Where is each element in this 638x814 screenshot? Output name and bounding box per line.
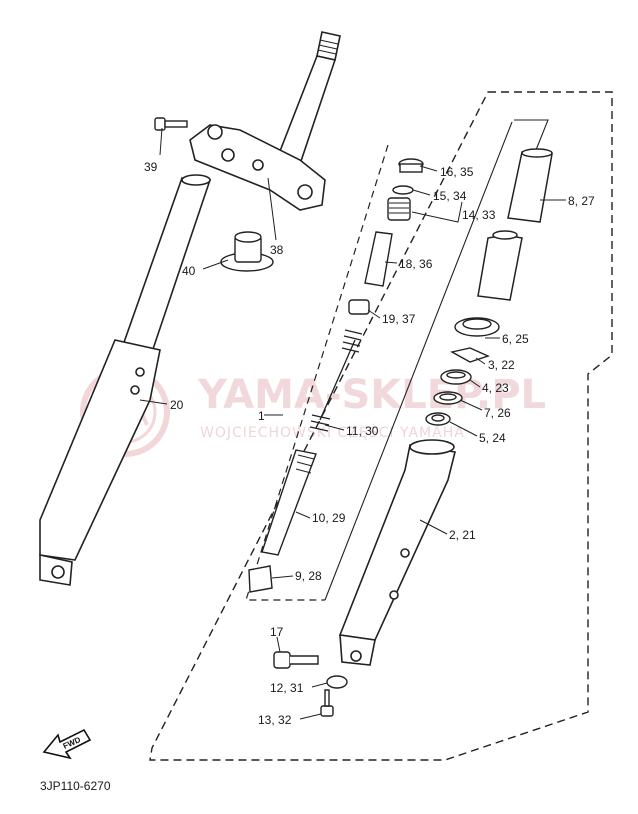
- callout-14-33: 14, 33: [462, 208, 496, 222]
- assembly-boundary-outer: [149, 91, 613, 761]
- callout-8-27: 8, 27: [568, 194, 595, 208]
- dust-cover-8: [477, 148, 553, 301]
- ring-19: [348, 299, 370, 315]
- callout-12-31: 12, 31: [270, 681, 304, 695]
- damper-rod-10: [261, 449, 317, 556]
- bolt-17: [273, 651, 319, 669]
- fork-spring-11: [309, 329, 363, 432]
- watermark-main: YAMA-SKLEP.PL: [197, 372, 546, 418]
- callout-15-34: 15, 34: [433, 189, 467, 203]
- callout-38: 38: [270, 243, 284, 257]
- callout-40: 40: [182, 264, 196, 278]
- callout-13-32: 13, 32: [258, 713, 292, 727]
- callout-labels: 1 39 38 40 20 16, 35 15, 34 14, 33 8, 27…: [144, 160, 595, 727]
- callout-17: 17: [270, 625, 284, 639]
- spacer-tube-18: [364, 231, 393, 287]
- watermark-sub: WOJCIECHOWSKI CZĘŚCI YAMAHA: [200, 423, 465, 441]
- callout-20: 20: [170, 398, 184, 412]
- callout-10-29: 10, 29: [312, 511, 346, 525]
- spacer-14: [387, 197, 411, 221]
- callout-4-23: 4, 23: [482, 381, 509, 395]
- callout-6-25: 6, 25: [502, 332, 529, 346]
- callout-16-35: 16, 35: [440, 165, 474, 179]
- callout-2-21: 2, 21: [449, 528, 476, 542]
- steering-stem: [189, 31, 341, 211]
- clip-3: [450, 347, 490, 363]
- screw-13: [320, 689, 334, 717]
- washer-7: [433, 391, 463, 405]
- diagram-code: 3JP110-6270: [40, 779, 111, 793]
- callout-9-28: 9, 28: [295, 569, 322, 583]
- callout-3-22: 3, 22: [488, 358, 515, 372]
- callout-5-24: 5, 24: [479, 431, 506, 445]
- watermark: YAMA-SKLEP.PL WOJCIECHOWSKI CZĘŚCI YAMAH…: [80, 367, 546, 457]
- outer-tube-2: [338, 439, 456, 666]
- assembly-boundary-inner: [245, 144, 389, 601]
- callout-11-30: 11, 30: [346, 424, 379, 438]
- callout-39: 39: [144, 160, 158, 174]
- oil-lock-piece-9: [248, 565, 273, 593]
- callout-18-36: 18, 36: [399, 257, 433, 271]
- washer-4: [440, 369, 472, 385]
- bushing-5: [425, 412, 451, 426]
- pinch-bolt-39: [154, 117, 188, 131]
- fwd-arrow-icon: FWD: [42, 728, 92, 760]
- callout-19-37: 19, 37: [382, 312, 416, 326]
- callout-1: 1: [258, 409, 265, 423]
- bracket-right: [324, 119, 549, 601]
- gasket-12: [326, 675, 348, 689]
- callout-7-26: 7, 26: [484, 406, 511, 420]
- cap-bolt-16: [398, 158, 424, 173]
- leader-lines: [139, 127, 566, 720]
- o-ring-15: [392, 185, 414, 195]
- collar-40: [220, 231, 274, 272]
- left-fork-assembly: [39, 174, 212, 586]
- oil-seal-6: [454, 317, 500, 337]
